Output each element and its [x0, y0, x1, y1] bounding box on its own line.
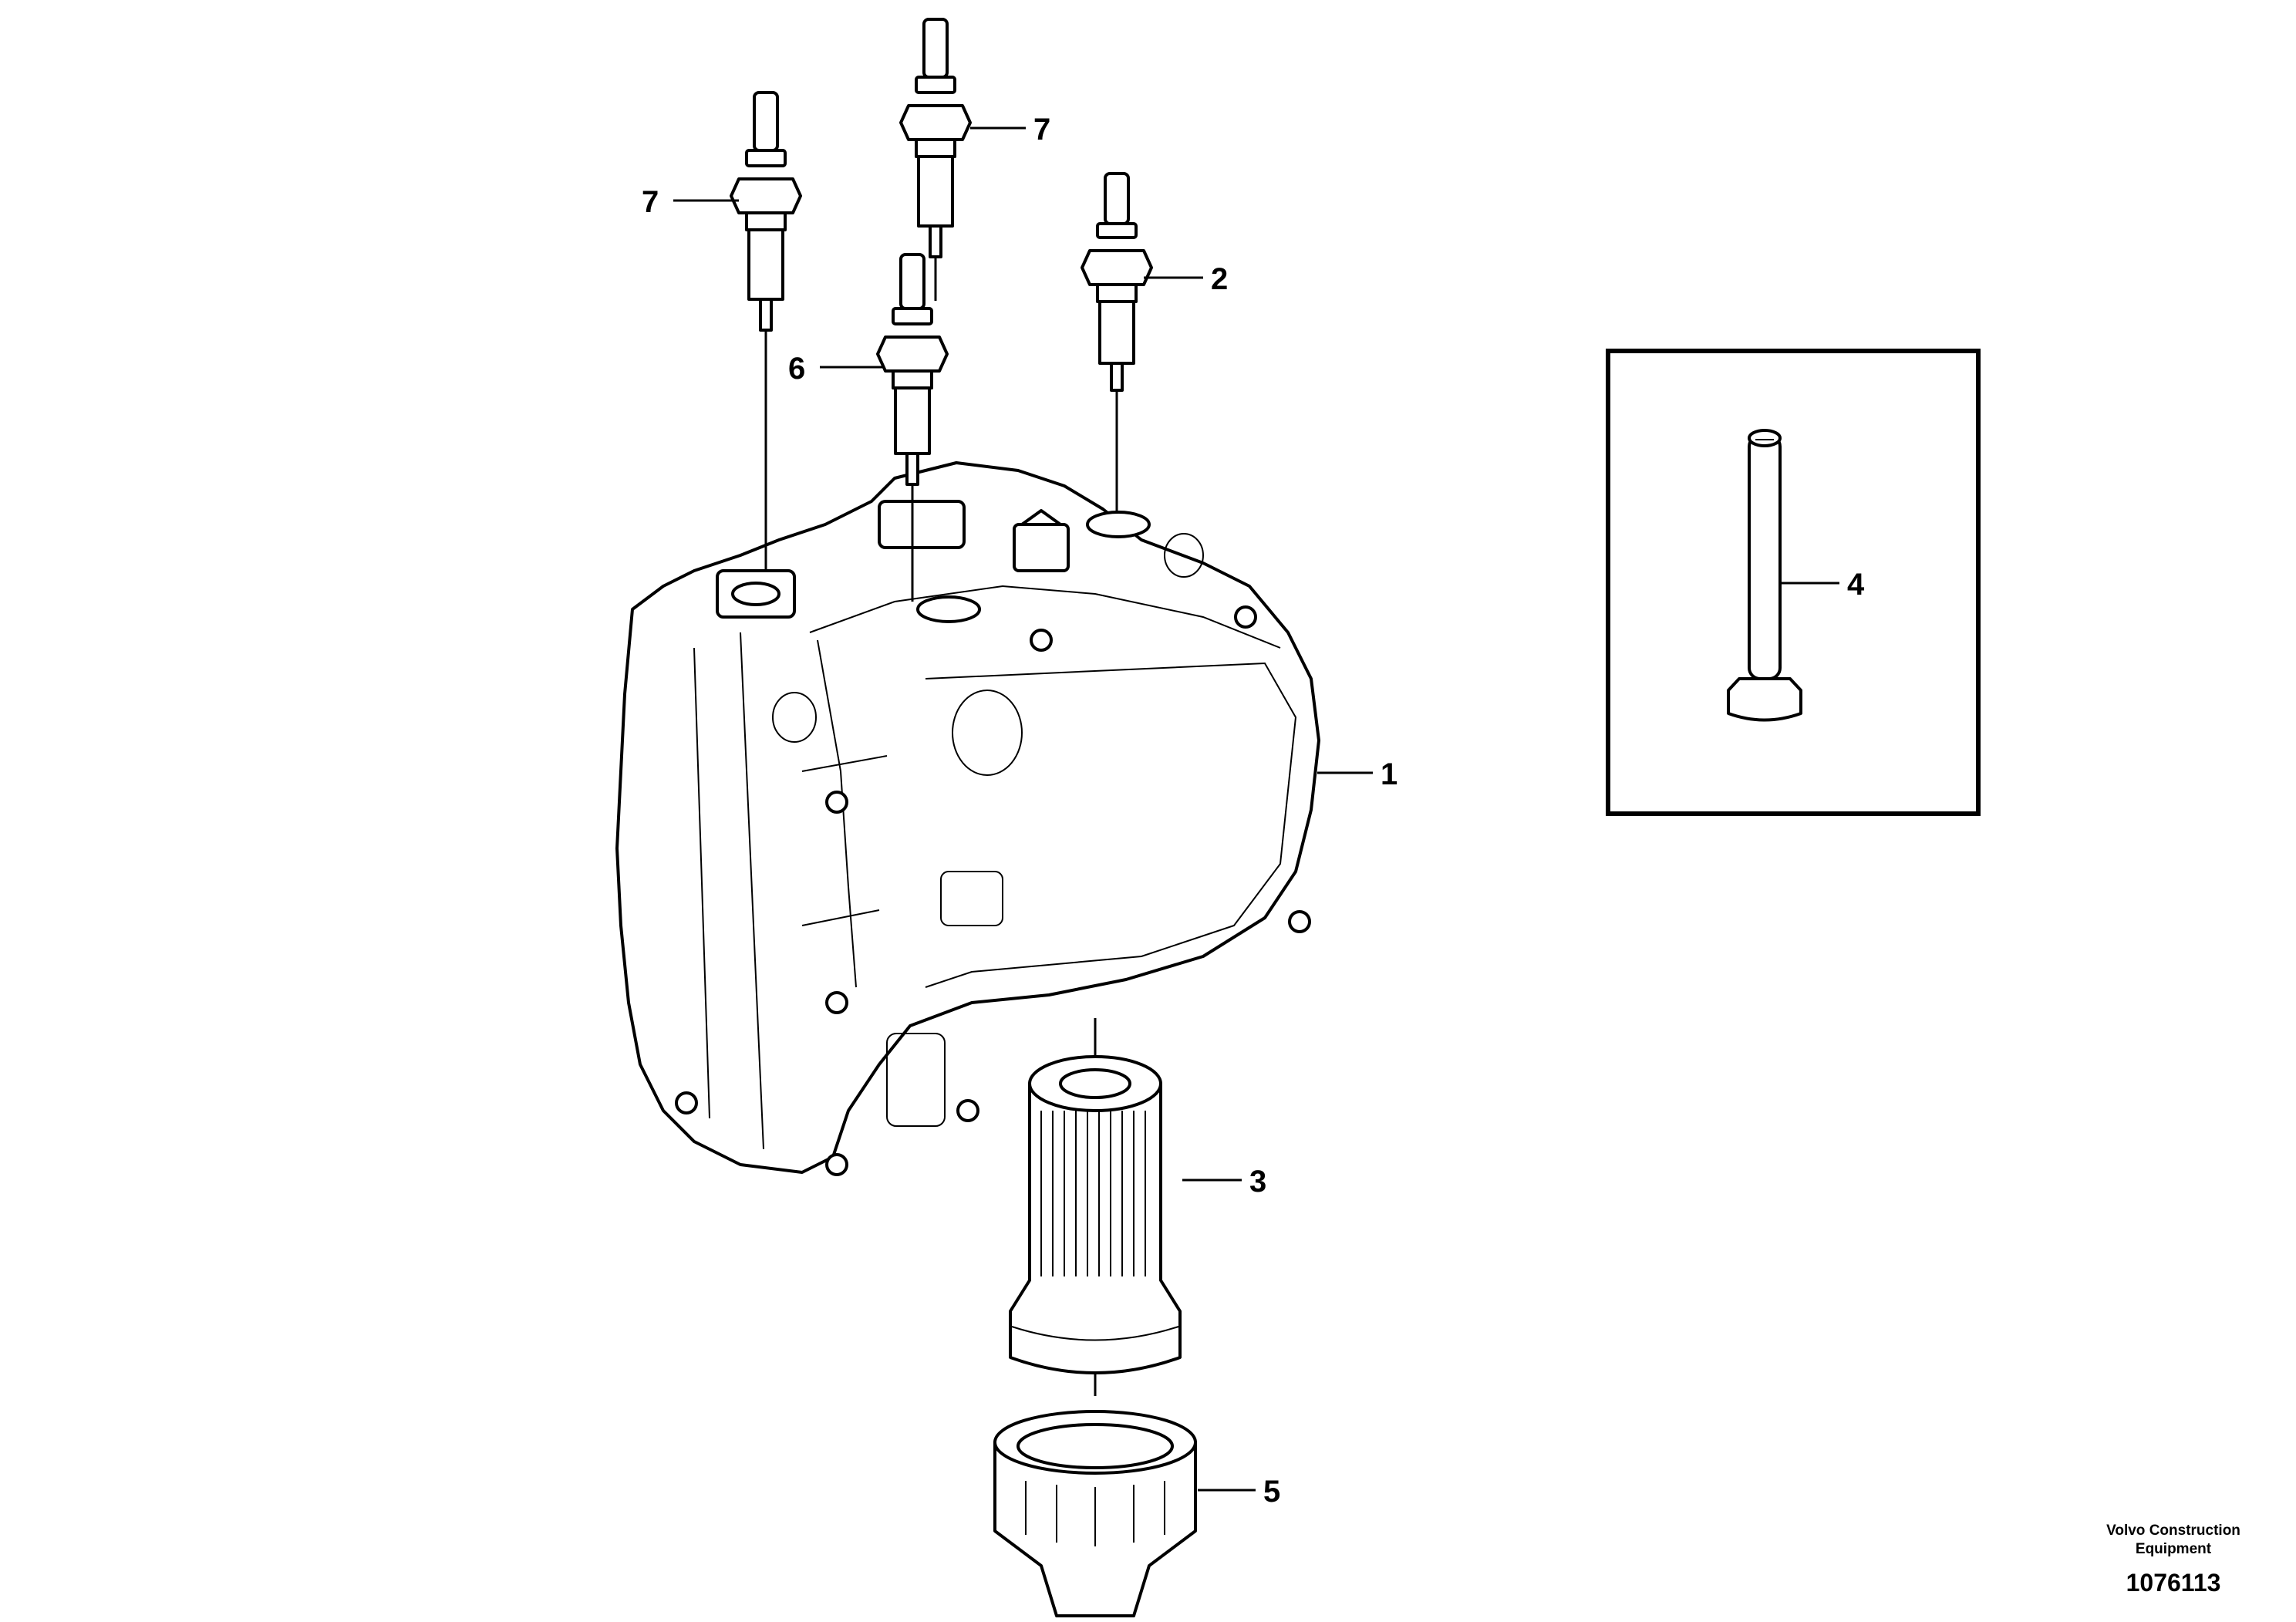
inset-detail-box	[1606, 349, 1981, 816]
callout-1: 1	[1381, 757, 1397, 791]
strainer-tube	[1727, 429, 1802, 722]
callout-5: 5	[1263, 1475, 1280, 1509]
filter-housing	[615, 461, 1320, 1176]
callout-2: 2	[1211, 262, 1228, 296]
sensor-2	[1081, 172, 1153, 392]
callout-7-top: 7	[1033, 113, 1050, 147]
sensor-7-top	[899, 18, 972, 258]
callout-4: 4	[1847, 568, 1865, 602]
callout-3: 3	[1249, 1165, 1266, 1199]
sensor-6	[876, 253, 949, 486]
filter-bowl-cap	[993, 1410, 1197, 1617]
filter-cartridge	[1009, 1055, 1182, 1374]
callout-6: 6	[788, 352, 805, 386]
credit-line-1: Volvo Construction	[2106, 1523, 2240, 1539]
document-number: 1076113	[2126, 1569, 2221, 1597]
sensor-7-left	[730, 91, 802, 332]
callout-7-left: 7	[642, 185, 659, 219]
credit-line-2: Equipment	[2136, 1541, 2212, 1557]
